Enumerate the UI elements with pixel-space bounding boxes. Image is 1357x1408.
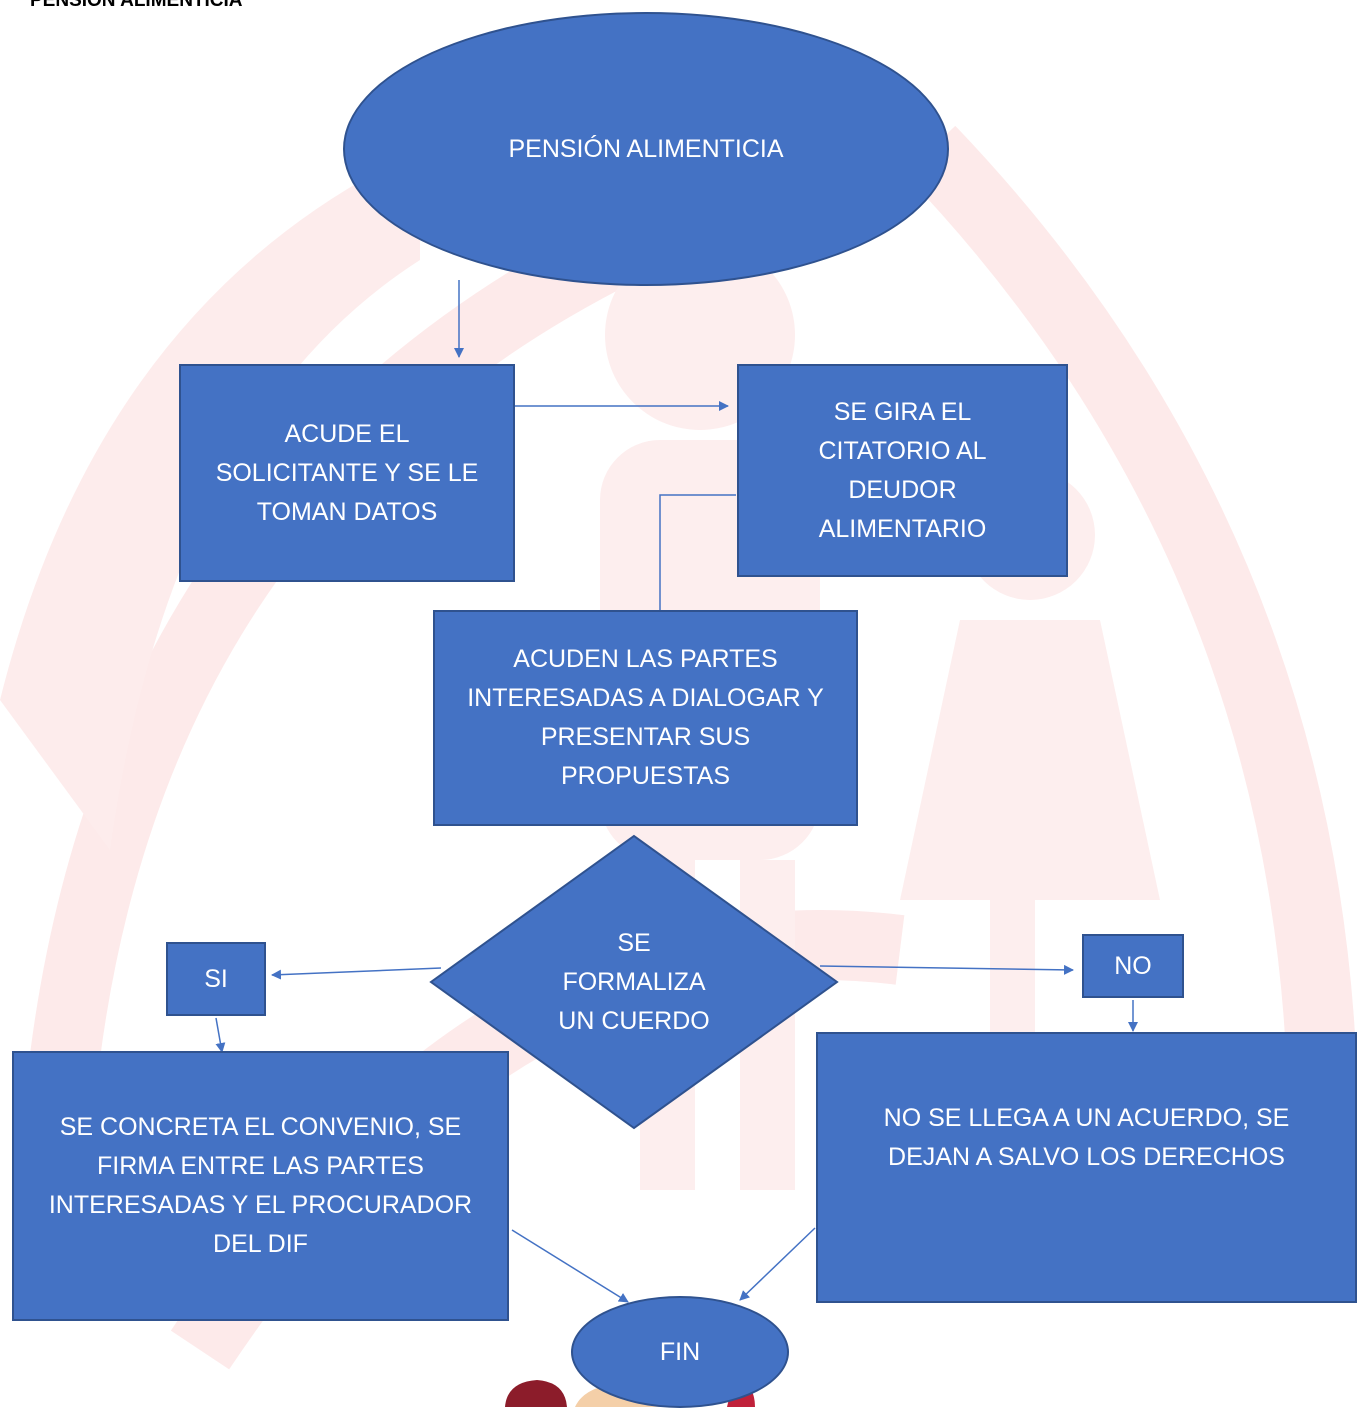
end-label: FIN (659, 1337, 701, 1366)
arrow-agreement-to-end (511, 1229, 629, 1303)
start-label: PENSIÓN ALIMENTICIA (508, 134, 784, 163)
decision-diamond-shape (429, 834, 839, 1130)
no-label: NO (1114, 951, 1152, 980)
arrow-decision-to-no (819, 964, 1074, 975)
no-box: NO (1082, 934, 1184, 998)
page-heading: PENSIÓN ALIMENTICIA (30, 0, 243, 11)
arrow-no-agreement-to-end (739, 1227, 816, 1301)
arrow-decision-to-yes (271, 967, 442, 980)
decision-label: SE FORMALIZA UN CUERDO (558, 928, 710, 1035)
agreement-box: SE CONCRETA EL CONVENIO, SE FIRMA ENTRE … (12, 1051, 509, 1321)
no-agreement-label: NO SE LLEGA A UN ACUERDO, SE DEJAN A SAL… (883, 1103, 1290, 1171)
end-ellipse: FIN (571, 1296, 789, 1408)
meeting-label: ACUDEN LAS PARTES INTERESADAS A DIALOGAR… (467, 645, 824, 790)
decision-diamond: SE FORMALIZA UN CUERDO (429, 834, 839, 1130)
logo-dark-red-shape (505, 1380, 567, 1407)
intake-box: ACUDE EL SOLICITANTE Y SE LE TOMAN DATOS (179, 364, 515, 582)
connector-summons-to-meeting (659, 494, 736, 610)
watermark-arc-left (25, 218, 636, 1104)
agreement-label: SE CONCRETA EL CONVENIO, SE FIRMA ENTRE … (48, 1113, 473, 1258)
yes-label: SI (204, 964, 228, 993)
no-agreement-box: NO SE LLEGA A UN ACUERDO, SE DEJAN A SAL… (816, 1032, 1357, 1303)
start-ellipse: PENSIÓN ALIMENTICIA (343, 12, 949, 286)
arrow-yes-to-agreement (215, 1017, 226, 1053)
meeting-box: ACUDEN LAS PARTES INTERESADAS A DIALOGAR… (433, 610, 858, 826)
yes-box: SI (166, 942, 266, 1016)
summons-box: SE GIRA EL CITATORIO AL DEUDOR ALIMENTAR… (737, 364, 1068, 577)
summons-label: SE GIRA EL CITATORIO AL DEUDOR ALIMENTAR… (818, 397, 987, 543)
watermark-figure-body-child (900, 620, 1160, 900)
intake-label: ACUDE EL SOLICITANTE Y SE LE TOMAN DATOS (215, 419, 479, 526)
